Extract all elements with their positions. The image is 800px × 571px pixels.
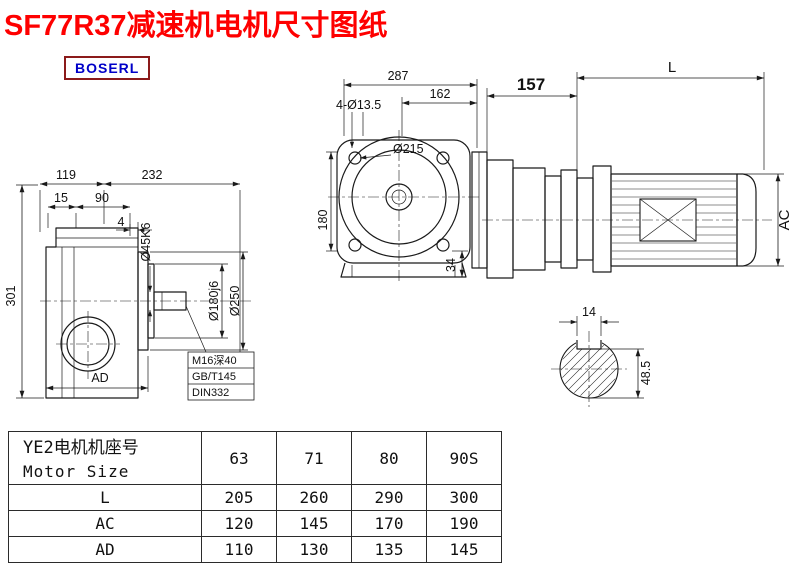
row-label: AD	[8, 536, 202, 563]
dim-spigot-diameter: Ø180j6	[207, 281, 221, 321]
note-din-standard: DIN332	[192, 387, 229, 399]
side-view: 157 L AC	[482, 59, 793, 279]
dim-157: 157	[517, 75, 545, 94]
dim-motor-length: L	[668, 59, 676, 76]
table-cell: 135	[351, 536, 427, 563]
dim-bore-215: Ø215	[393, 142, 424, 156]
dim-shaft-diameter: Ø45K6	[139, 222, 153, 261]
motor-size-table: YE2电机机座号 Motor Size 63 71 80 90S L 205 2…	[8, 431, 502, 563]
motor-size-label-cn: YE2电机机座号	[23, 438, 139, 459]
side-view-dimensions: 157 L AC	[486, 59, 793, 267]
motor-size-label-en: Motor Size	[23, 461, 130, 481]
front-view-geometry	[328, 130, 488, 281]
table-cell: 290	[351, 484, 427, 511]
side-view-geometry	[482, 159, 772, 279]
table-cell: 90S	[426, 431, 502, 485]
technical-drawing: 119 232 15 90 4 301 AD	[4, 59, 793, 407]
dim-flange-diameter: Ø250	[228, 286, 242, 317]
table-cell: 170	[351, 510, 427, 537]
table-cell: 205	[201, 484, 277, 511]
table-row: AD 110 130 135 145	[8, 536, 502, 563]
dim-motor-ac: AC	[776, 209, 793, 230]
dim-keyway-height: 48.5	[639, 361, 653, 385]
dim-119: 119	[56, 168, 76, 182]
dim-287: 287	[388, 69, 409, 83]
keyway-slot	[576, 340, 602, 350]
left-view: 119 232 15 90 4 301 AD	[4, 168, 255, 401]
dim-301: 301	[4, 286, 18, 307]
table-cell: 145	[426, 536, 502, 563]
left-view-dimensions: 119 232 15 90 4 301 AD	[4, 168, 255, 401]
table-cell: 130	[276, 536, 352, 563]
dim-232: 232	[142, 168, 163, 182]
page-title: SF77R37减速机电机尺寸图纸	[4, 10, 388, 42]
note-gb-standard: GB/T145	[192, 371, 236, 383]
note-thread: M16深40	[192, 354, 237, 367]
dim-bolt-holes: 4-Ø13.5	[336, 98, 381, 112]
table-cell: 63	[201, 431, 277, 485]
dim-90: 90	[95, 191, 109, 205]
table-header-row: YE2电机机座号 Motor Size 63 71 80 90S	[8, 431, 502, 485]
left-view-geometry	[40, 227, 254, 399]
table-cell: 190	[426, 510, 502, 537]
table-row: AC 120 145 170 190	[8, 510, 502, 537]
shaft-section-geometry	[551, 331, 627, 407]
table-cell: 110	[201, 536, 277, 563]
dim-keyway-width: 14	[582, 305, 596, 319]
shaft-section-dimensions: 14 48.5	[559, 305, 653, 399]
front-view: 287 162 4-Ø13.5 Ø215 180 34	[316, 69, 488, 281]
dim-15: 15	[54, 191, 68, 205]
front-view-dimensions: 287 162 4-Ø13.5 Ø215 180 34	[316, 69, 478, 277]
table-row: L 205 260 290 300	[8, 484, 502, 511]
table-cell: 300	[426, 484, 502, 511]
dim-ad: AD	[91, 371, 108, 385]
table-header-cell: YE2电机机座号 Motor Size	[8, 431, 202, 485]
table-cell: 145	[276, 510, 352, 537]
dim-4: 4	[118, 215, 125, 229]
thread-note-box	[187, 351, 255, 401]
shaft-section-view: 14 48.5	[551, 305, 653, 407]
dim-180: 180	[316, 210, 330, 231]
table-cell: 71	[276, 431, 352, 485]
dim-34: 34	[444, 258, 458, 272]
table-cell: 260	[276, 484, 352, 511]
brand-logo: BOSERL	[64, 56, 151, 80]
table-cell: 120	[201, 510, 277, 537]
dim-162: 162	[430, 87, 451, 101]
table-cell: 80	[351, 431, 427, 485]
row-label: L	[8, 484, 202, 511]
row-label: AC	[8, 510, 202, 537]
